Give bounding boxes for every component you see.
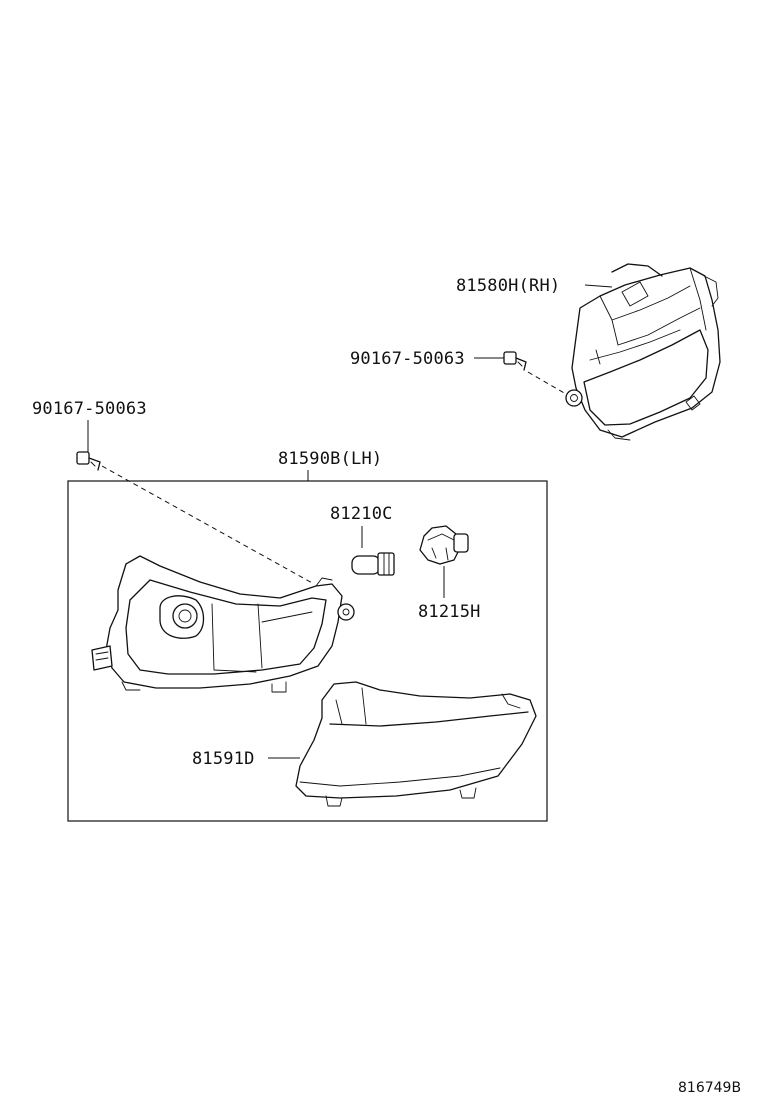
rh-screw-drawing <box>503 351 527 371</box>
diagram-id: 816749B <box>678 1080 741 1096</box>
rh-screw-label: 90167-50063 <box>350 349 465 369</box>
rh-lamp-leader <box>584 284 613 288</box>
lens-drawing <box>295 681 537 807</box>
bulb-label: 81210C <box>330 504 393 524</box>
socket-drawing <box>419 525 469 565</box>
lh-housing-drawing <box>91 555 355 693</box>
rh-lamp-label: 81580H(RH) <box>456 276 560 296</box>
lh-screw-drawing <box>76 451 101 471</box>
lh-screw-label: 90167-50063 <box>32 399 147 419</box>
lh-assy-label: 81590B(LH) <box>278 449 382 469</box>
lh-assembly-frame <box>67 480 548 822</box>
bulb-drawing <box>351 552 395 576</box>
rh-screw-dashed-path <box>527 371 567 395</box>
lh-screw-dashed-path <box>101 465 315 585</box>
rh-lamp-drawing <box>565 263 721 441</box>
lens-label: 81591D <box>192 749 255 769</box>
socket-label: 81215H <box>418 602 481 622</box>
